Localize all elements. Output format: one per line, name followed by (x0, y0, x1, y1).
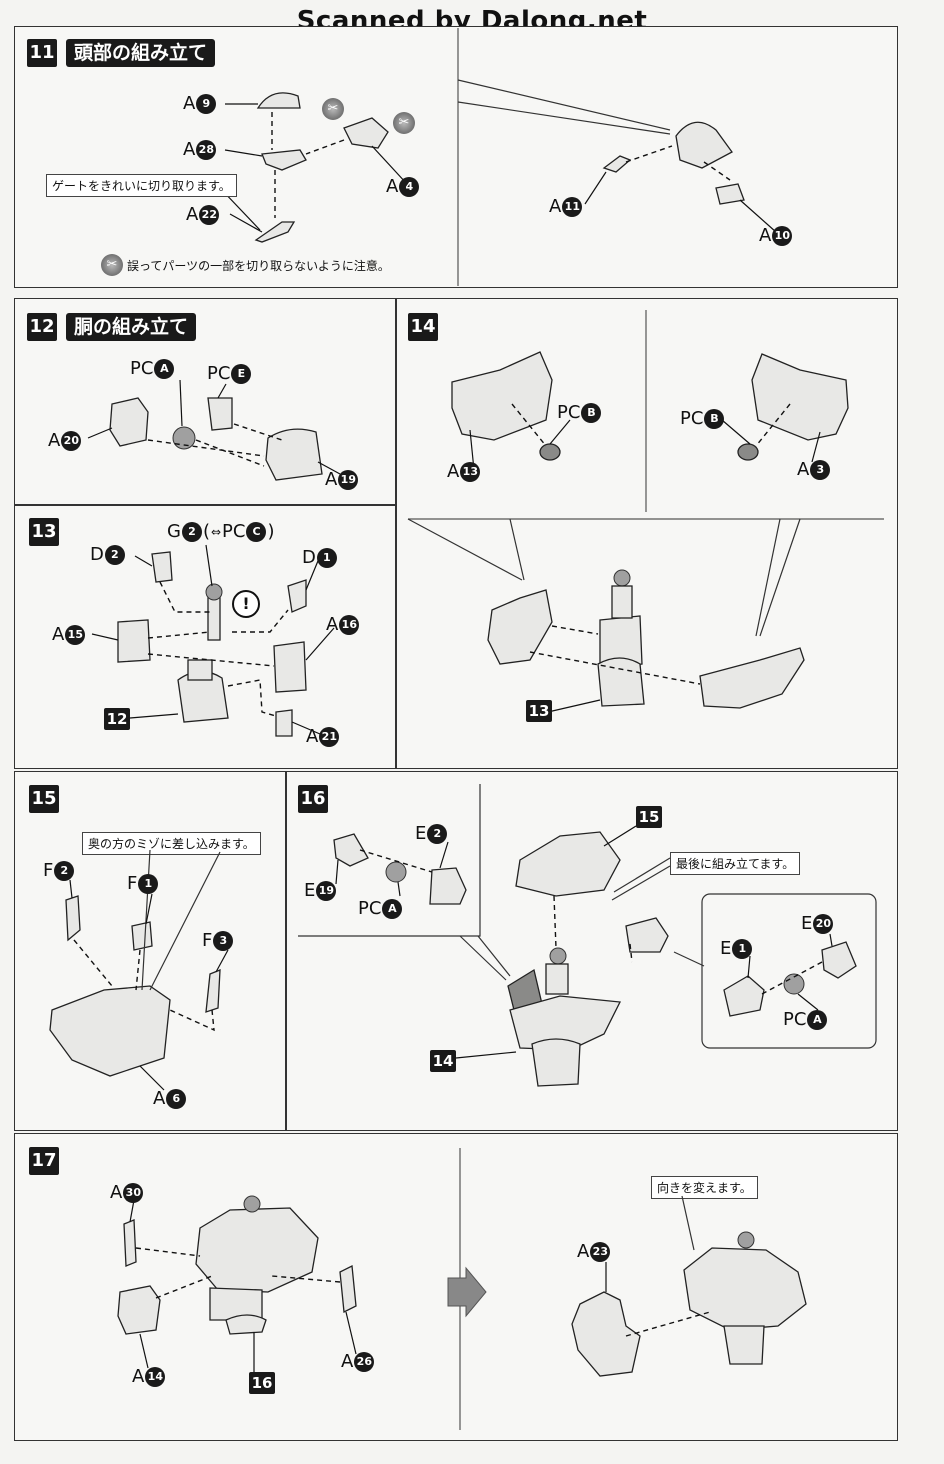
step-12-number: 12 (27, 313, 57, 341)
step-11-panel (14, 26, 898, 288)
step-16-panel (286, 771, 898, 1131)
step-13-number: 13 (29, 518, 59, 546)
cut-warning-icon: ✂ (322, 98, 344, 120)
step-15-number: 15 (29, 785, 59, 813)
cut-warning-icon-2: ✂ (393, 112, 415, 134)
ref-step-16: 16 (249, 1372, 275, 1394)
gate-note: ゲートをきれいに切り取ります。 (46, 174, 237, 197)
ref-step-12: 12 (104, 708, 130, 730)
ref-step-13: 13 (526, 700, 552, 722)
change-orientation-note: 向きを変えます。 (651, 1176, 758, 1199)
ref-step-15: 15 (636, 806, 662, 828)
assemble-last-note: 最後に組み立てます。 (670, 852, 801, 875)
caution-note: ✂誤ってパーツの一部を切り取らないように注意。 (101, 254, 390, 276)
step-12-title: 胴の組み立て (66, 313, 197, 341)
step-11-title: 頭部の組み立て (66, 39, 216, 67)
step-14-number: 14 (408, 313, 438, 341)
pc-icon: ⇔ (210, 525, 222, 539)
caution-exclamation-icon: ! (232, 590, 260, 618)
ref-step-14: 14 (430, 1050, 456, 1072)
step-15-panel (14, 771, 286, 1131)
caution-icon: ✂ (101, 254, 123, 276)
step-11-number: 11 (27, 39, 57, 67)
groove-note: 奥の方のミゾに差し込みます。 (82, 832, 261, 855)
step-16-number: 16 (298, 785, 328, 813)
step-17-number: 17 (29, 1147, 59, 1175)
